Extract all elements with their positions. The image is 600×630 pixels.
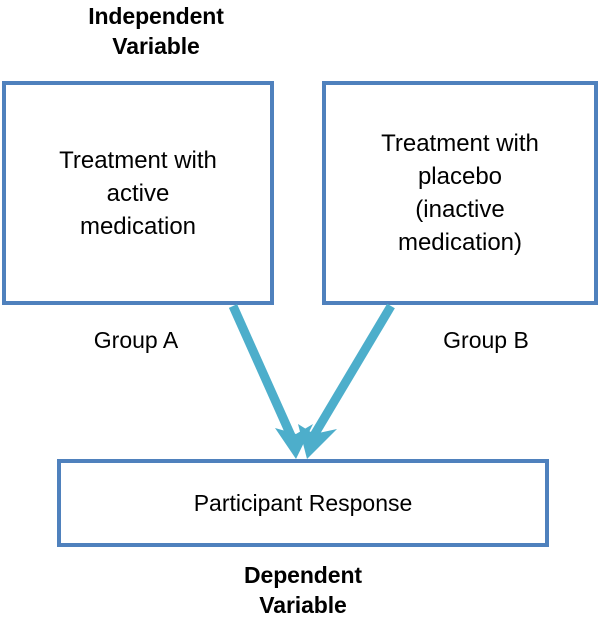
node-participant-response-text: Participant Response (193, 490, 413, 516)
arrow-group-b-head (298, 424, 337, 459)
arrow-group-a-shaft (228, 304, 297, 440)
node-treatment-placebo-text: Treatment with placebo (inactive medicat… (381, 130, 539, 256)
arrow-group-b-to-response (298, 303, 395, 459)
node-treatment-active[interactable]: Treatment with active medication (2, 81, 274, 305)
arrow-group-b-shaft (309, 303, 395, 440)
group-b-label: Group B (443, 327, 529, 353)
node-participant-response[interactable]: Participant Response (57, 459, 549, 547)
independent-variable-label: Independent Variable (88, 3, 224, 59)
dependent-variable-label: Dependent Variable (244, 562, 362, 618)
node-treatment-active-text: Treatment with active medication (59, 146, 217, 240)
group-a-label: Group A (93, 327, 179, 353)
arrow-group-a-to-response (228, 304, 313, 459)
arrow-group-a-head (275, 424, 313, 459)
node-treatment-placebo[interactable]: Treatment with placebo (inactive medicat… (322, 81, 598, 305)
